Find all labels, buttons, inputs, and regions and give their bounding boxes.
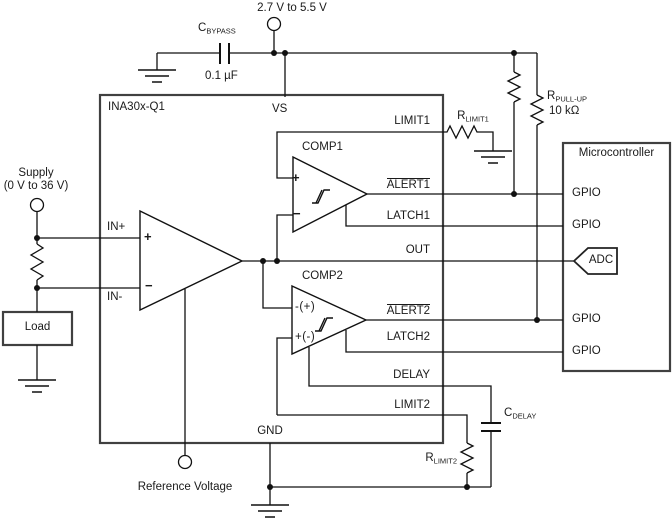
cbypass-value: 0.1 µF [205,70,238,82]
junction-dot [267,484,273,490]
cdelay-label: CDELAY [504,407,536,423]
rlimit1-base: R [457,110,466,122]
amplifier-icon [139,209,244,312]
input-wires [36,212,140,380]
microcontroller-title: Microcontroller [578,147,655,159]
cbypass-sub: BYPASS [206,26,236,36]
delay-capacitor-icon [481,422,501,432]
supply-voltage-label: 2.7 V to 5.5 V [257,2,327,14]
comp1-icon [292,155,369,234]
microcontroller-box [561,141,672,373]
rlimit1-ground-wire [481,131,494,151]
pin-gnd: GND [257,425,283,437]
ground-icon [18,379,56,393]
hysteresis-icon [312,189,330,204]
cbypass-base: C [198,22,207,34]
comp2-bottom-in-wire [276,337,292,415]
gpio-label-1: GPIO [572,187,601,199]
latch2-wire [345,330,563,353]
adc-pin-shape [572,247,618,275]
pin-vs: VS [272,103,288,115]
ground-run-wire [269,443,491,505]
reference-terminal-circle [177,454,193,470]
pin-limit1: LIMIT1 [394,115,430,127]
shunt-resistor-icon [29,243,45,281]
bus-terminal-circle [29,197,45,213]
delay-wire [308,347,492,487]
junction-dot [511,191,517,197]
junction-dot [274,258,280,264]
junction-dot [464,484,470,490]
junction-dot [282,50,288,56]
gpio-label-4: GPIO [572,345,601,357]
cbypass-label: CBYPASS [198,22,236,38]
ground-icon [474,150,512,164]
load-label: Load [24,321,51,333]
junction-dot [511,50,517,56]
pin-in-minus: IN- [107,291,123,303]
pin-alert1-text: ALERT1 [386,178,430,191]
pin-in-plus: IN+ [107,221,126,233]
ground-icon [138,69,176,83]
comp2-bottom-input-label: +(-) [295,331,316,343]
comp2-label: COMP2 [302,270,343,282]
rlimit1-resistor-icon [443,124,481,140]
gpio-label-2: GPIO [572,219,601,231]
comp1-minus-wire [276,214,293,261]
junction-dot [260,258,266,264]
pin-alert1: ALERT1 [330,178,430,192]
supply-label-line1: Supply [18,167,54,179]
ina30x-box [98,93,445,445]
hysteresis-icon [315,317,333,332]
rlimit2-sub: LIMIT2 [433,456,457,466]
cdelay-base: C [504,407,513,419]
comp2-top-input-label: -(+) [295,301,316,313]
comp2-icon [291,284,368,356]
comp2-top-in-wire [262,261,292,309]
pin-latch2: LATCH2 [386,331,430,343]
junction-dot [271,50,277,56]
gpio-label-3: GPIO [572,313,601,325]
rlimit1-label: RLIMIT1 [443,110,503,126]
rpullup-base: R [547,90,556,102]
junction-dot [34,285,40,291]
pin-delay: DELAY [393,369,430,381]
ground-icon [251,504,289,518]
bypass-capacitor-icon [219,43,230,64]
junction-dot [534,317,540,323]
pullup-resistor1-icon [506,71,522,103]
reference-voltage-label: Reference Voltage [137,481,233,493]
rlimit2-label: RLIMIT2 [397,452,457,468]
rpullup-sub: PULL-UP [555,94,587,104]
pin-alert2-text: ALERT2 [386,304,430,317]
comp1-minus-sign: − [293,206,301,221]
rpullup-value: 10 kΩ [549,105,580,117]
comp1-plus-sign: + [292,170,300,185]
supply-terminal-circle [266,16,282,32]
supply-label-line2: (0 V to 36 V) [3,180,69,192]
rpullup-label: RPULL-UP [547,90,587,106]
rlimit1-sub: LIMIT1 [465,114,489,124]
rlimit2-resistor-icon [459,442,475,474]
amp-minus-sign: − [145,278,153,293]
adc-label: ADC [588,254,614,266]
junction-dots [34,50,540,490]
pin-latch1: LATCH1 [386,210,430,222]
ic-name: INA30x-Q1 [108,101,165,113]
pin-alert2: ALERT2 [330,304,430,318]
latch1-wire [345,205,563,227]
amp-plus-sign: + [144,229,152,244]
limit1-wire [276,131,443,179]
pin-out: OUT [405,244,430,256]
comp1-label: COMP1 [302,141,343,153]
junction-dot [34,235,40,241]
limit2-wire [277,414,468,487]
rlimit2-base: R [425,452,434,464]
pullup-resistor2-icon [529,94,545,126]
pin-limit2: LIMIT2 [394,399,430,411]
cdelay-sub: DELAY [512,411,537,421]
